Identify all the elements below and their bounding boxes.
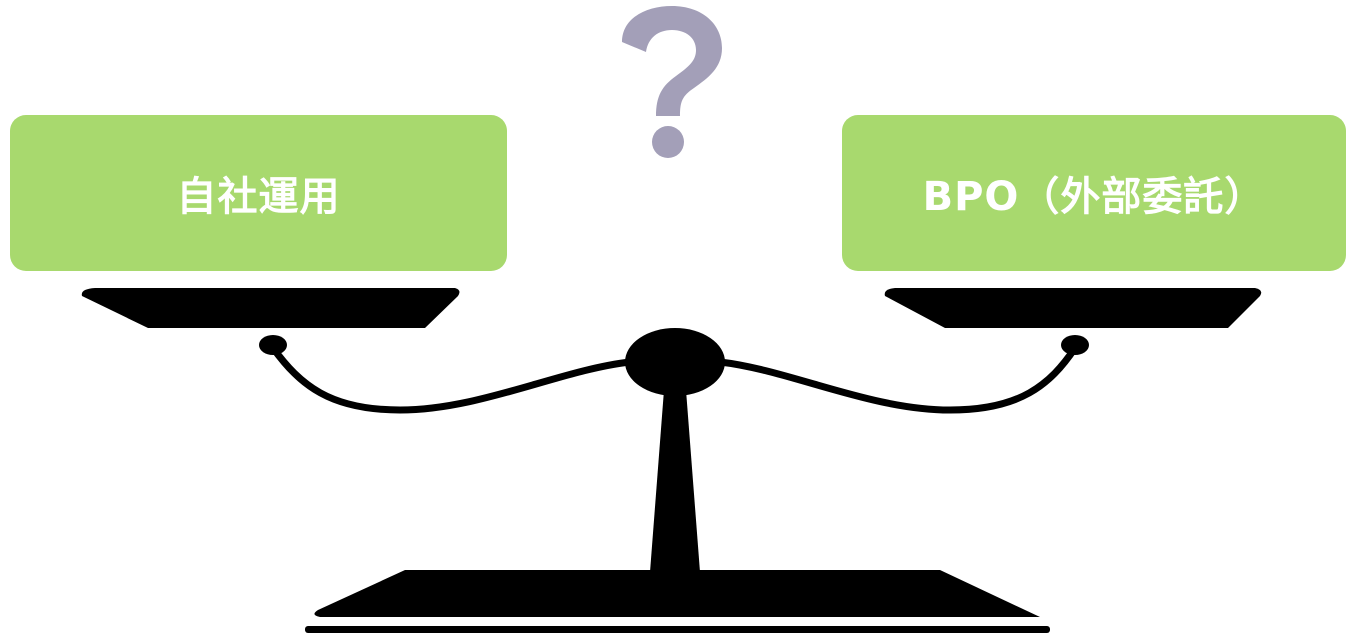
center-pivot <box>625 328 725 396</box>
right-arm <box>716 344 1079 414</box>
left-arm <box>269 344 634 414</box>
bpo-outsourcing-box: BPO（外部委託） <box>842 115 1346 271</box>
right-pan <box>884 288 1262 328</box>
base <box>314 570 1040 617</box>
in-house-operation-label: 自社運用 <box>176 174 341 220</box>
question-mark-icon <box>622 6 722 158</box>
stem <box>650 390 700 572</box>
bpo-outsourcing-label: BPO（外部委託） <box>922 174 1266 220</box>
in-house-operation-box: 自社運用 <box>10 115 507 271</box>
left-pan <box>81 288 460 328</box>
base-strip <box>305 626 1050 633</box>
